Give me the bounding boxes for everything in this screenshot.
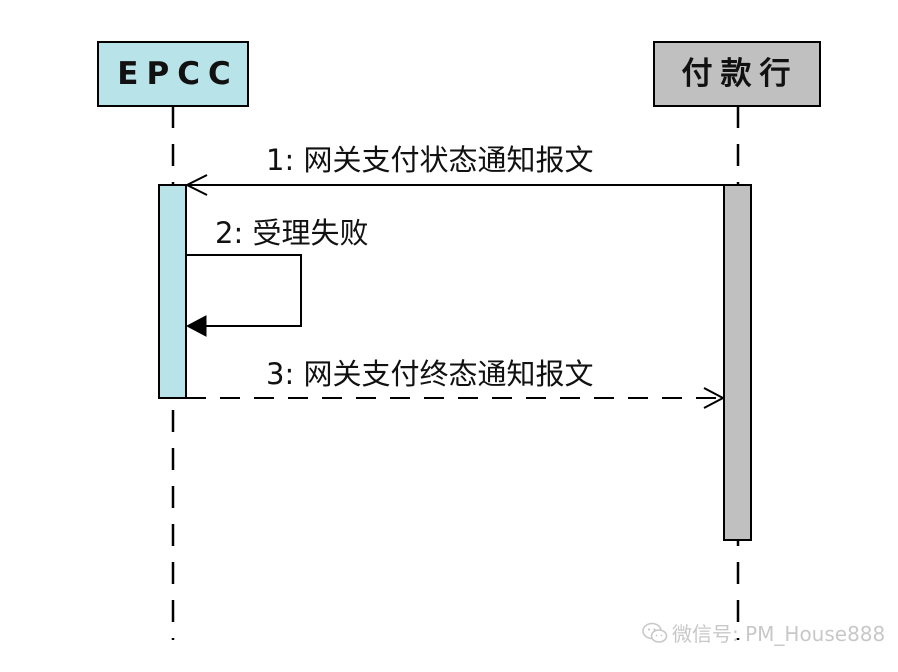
- message-1-arrowhead: [184, 174, 208, 196]
- message-1: 1: 网关支付状态通知报文: [184, 143, 724, 196]
- participant-bank-box: [653, 41, 821, 107]
- participant-bank-label: 付款行: [682, 56, 799, 92]
- message-1-label: 1: 网关支付状态通知报文: [266, 143, 593, 177]
- message-3-arrowhead: [703, 387, 726, 409]
- message-2-arrowhead: [185, 315, 207, 337]
- epcc-activation-bar: [158, 184, 187, 399]
- watermark: 微信号: PM_House888: [642, 618, 885, 647]
- message-3-label: 3: 网关支付终态通知报文: [266, 357, 593, 391]
- participant-epcc-box: [97, 41, 249, 107]
- participant-bank: 付款行: [653, 41, 821, 107]
- watermark-text: 微信号: PM_House888: [672, 622, 886, 646]
- participant-epcc: EPCC: [97, 41, 249, 107]
- message-2-line: [186, 254, 302, 327]
- participant-epcc-label: EPCC: [117, 56, 238, 92]
- wechat-icon: [642, 622, 668, 643]
- message-2: 2: 受理失败: [185, 216, 368, 337]
- message-2-label: 2: 受理失败: [215, 216, 368, 250]
- bank-activation-bar: [723, 184, 752, 541]
- message-3: 3: 网关支付终态通知报文: [186, 357, 726, 409]
